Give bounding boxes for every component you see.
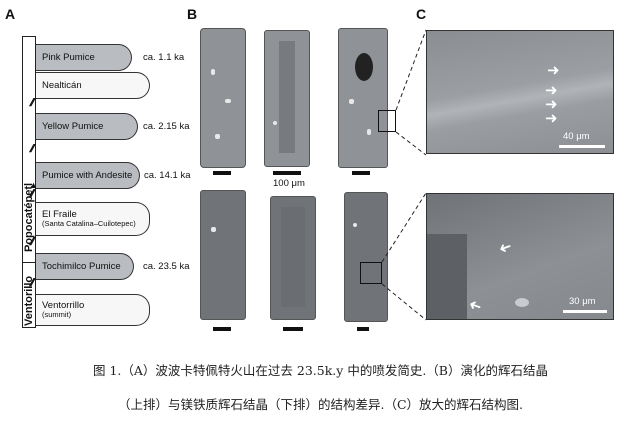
- unit-nealtican: Nealticán: [36, 72, 150, 99]
- scale-bar: [352, 171, 370, 175]
- unit-pink-pumice: Pink Pumice: [36, 44, 132, 71]
- crystal-image-mafic-2: [270, 196, 316, 320]
- arrow-icon: ➜: [545, 96, 558, 113]
- arrow-icon: ➜: [545, 110, 558, 127]
- column-spine: [22, 36, 36, 328]
- scale-label-100um: 100 μm: [273, 178, 305, 189]
- scale-bar-30um: [563, 310, 607, 313]
- scale-bar: [213, 327, 231, 331]
- scale-bar: [357, 327, 369, 331]
- crystal-image-mafic-1: [200, 190, 246, 320]
- panel-label-a: A: [5, 6, 16, 22]
- age-tochimilco-pumice: ca. 23.5 ka: [143, 261, 190, 272]
- age-pumice-with-andesite: ca. 14.1 ka: [144, 170, 191, 181]
- scale-bar: [283, 327, 303, 331]
- unit-pumice-with-andesite: Pumice with Andesite: [36, 162, 140, 189]
- arrow-icon: ➜: [466, 295, 485, 316]
- panel-label-c: C: [416, 6, 427, 22]
- figure-caption-line-1: 图 1.（A）波波卡特佩特火山在过去 23.5k.y 中的喷发简史.（B）演化的…: [93, 363, 548, 378]
- scale-bar-40um: [559, 145, 605, 148]
- unit-el-fraile: El Fraile (Santa Catalina–Cuilotepec): [36, 202, 150, 236]
- zoom-region-box-top: [378, 110, 396, 132]
- stratigraphic-column: Popocatépetl ▲ Ventorillo Pink Pumice ca…: [0, 0, 210, 340]
- crystal-image-mafic-3: [344, 192, 388, 322]
- crystal-image-evolved-2: [264, 30, 310, 167]
- arrow-icon: ➜: [496, 237, 515, 258]
- zoom-image-evolved: ➜ ➜ ➜ ➜ 40 μm: [426, 30, 614, 154]
- crystal-images: 100 μm: [186, 0, 416, 340]
- zoom-region-box-bottom: [360, 262, 382, 284]
- panel-label-b: B: [187, 6, 198, 22]
- arrow-icon: ➜: [547, 62, 560, 79]
- up-arrow-icon: ▲: [29, 180, 38, 190]
- crystal-image-evolved-3: [338, 28, 388, 168]
- crystal-image-evolved-1: [200, 28, 246, 168]
- figure-caption-line-2: （上排）与镁铁质辉石结晶（下排）的结构差异.（C）放大的辉石结构图.: [117, 397, 523, 412]
- scale-bar-100um: [273, 171, 301, 175]
- unit-ventorrillo: Ventorrillo (summit): [36, 294, 150, 326]
- age-pink-pumice: ca. 1.1 ka: [143, 52, 185, 63]
- zoom-image-mafic: ➜ ➜ 30 μm: [426, 193, 614, 320]
- age-yellow-pumice: ca. 2.15 ka: [143, 121, 190, 132]
- scale-label-40um: 40 μm: [563, 131, 590, 142]
- column-divider: [22, 262, 36, 263]
- scale-bar: [213, 171, 231, 175]
- scale-label-30um: 30 μm: [569, 296, 596, 307]
- unit-yellow-pumice: Yellow Pumice: [36, 113, 138, 140]
- arrow-icon: ➜: [545, 82, 558, 99]
- unit-tochimilco-pumice: Tochimilco Pumice: [36, 253, 134, 280]
